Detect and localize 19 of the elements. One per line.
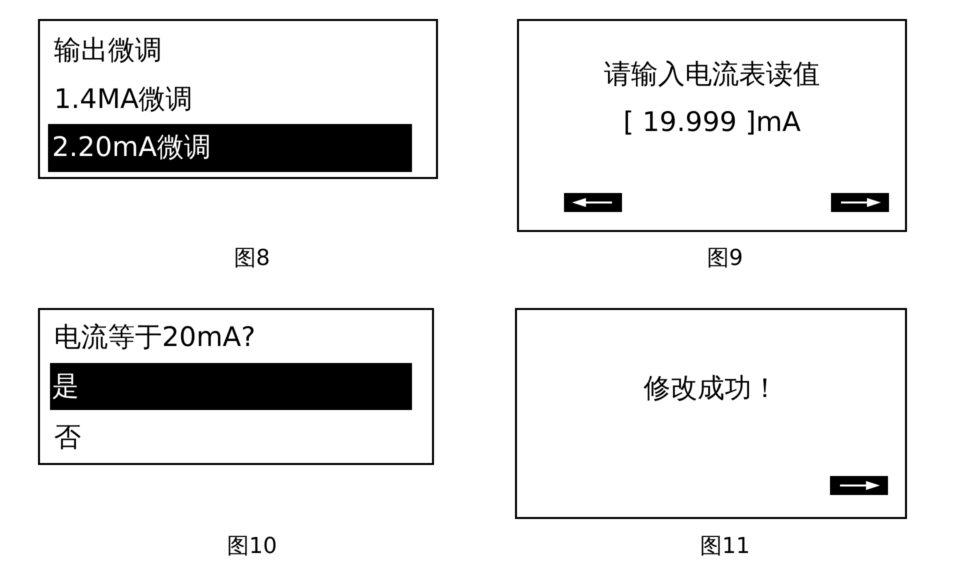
menu-text: 请输入电流表读值 (603, 59, 821, 91)
figure-caption: 图11 (700, 534, 750, 560)
menu-text: 否 (54, 422, 81, 454)
menu-text: 修改成功！ (642, 373, 780, 405)
highlight-bar (50, 363, 412, 410)
screen-box (517, 19, 907, 232)
menu-text: 2.20mA微调 (52, 132, 211, 164)
menu-text: 电流等于20mA? (54, 322, 256, 354)
menu-text: 是 (52, 371, 79, 403)
menu-text: 1.4MA微调 (54, 84, 193, 116)
menu-text: [ 19.999 ]mA (622, 107, 802, 139)
figure-caption: 图9 (707, 246, 743, 272)
figure-caption: 图10 (227, 534, 277, 560)
screen-box (38, 19, 438, 179)
menu-text: 输出微调 (54, 35, 162, 67)
figure-caption: 图8 (234, 246, 270, 272)
highlight-bar (48, 124, 412, 172)
screen-box (515, 308, 907, 519)
screen-box (38, 308, 434, 465)
